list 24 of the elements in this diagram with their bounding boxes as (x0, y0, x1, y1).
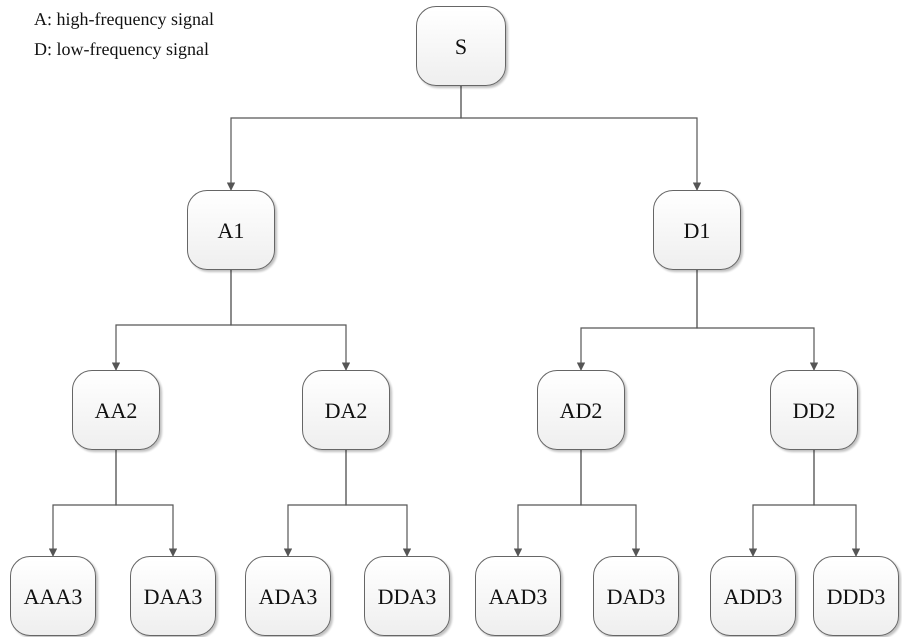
legend-note: D: low-frequency signal (34, 38, 210, 60)
connector-arrow (696, 270, 818, 371)
node-box: AA2 (72, 370, 160, 450)
node-box: AAD3 (475, 556, 561, 636)
connector-arrow (460, 86, 702, 191)
node-box: S (416, 6, 506, 86)
node-box: ADA3 (245, 556, 331, 636)
connector-arrow (813, 450, 860, 557)
node-box: D1 (653, 190, 741, 270)
node-box: DA2 (302, 370, 390, 450)
node-box: AAA3 (10, 556, 96, 636)
connector-arrow (345, 450, 412, 557)
node-box: DDD3 (813, 556, 899, 636)
node-box: ADD3 (710, 556, 796, 636)
node-box: AD2 (537, 370, 625, 450)
legend-note: A: high-frequency signal (34, 8, 214, 30)
connector-arrow (580, 450, 640, 557)
node-box: DAA3 (130, 556, 216, 636)
node-box: A1 (187, 190, 275, 270)
node-box: DDA3 (364, 556, 450, 636)
connector-arrow (230, 270, 350, 371)
node-box: DAD3 (593, 556, 679, 636)
connector-arrow (115, 450, 178, 557)
node-box: DD2 (770, 370, 858, 450)
